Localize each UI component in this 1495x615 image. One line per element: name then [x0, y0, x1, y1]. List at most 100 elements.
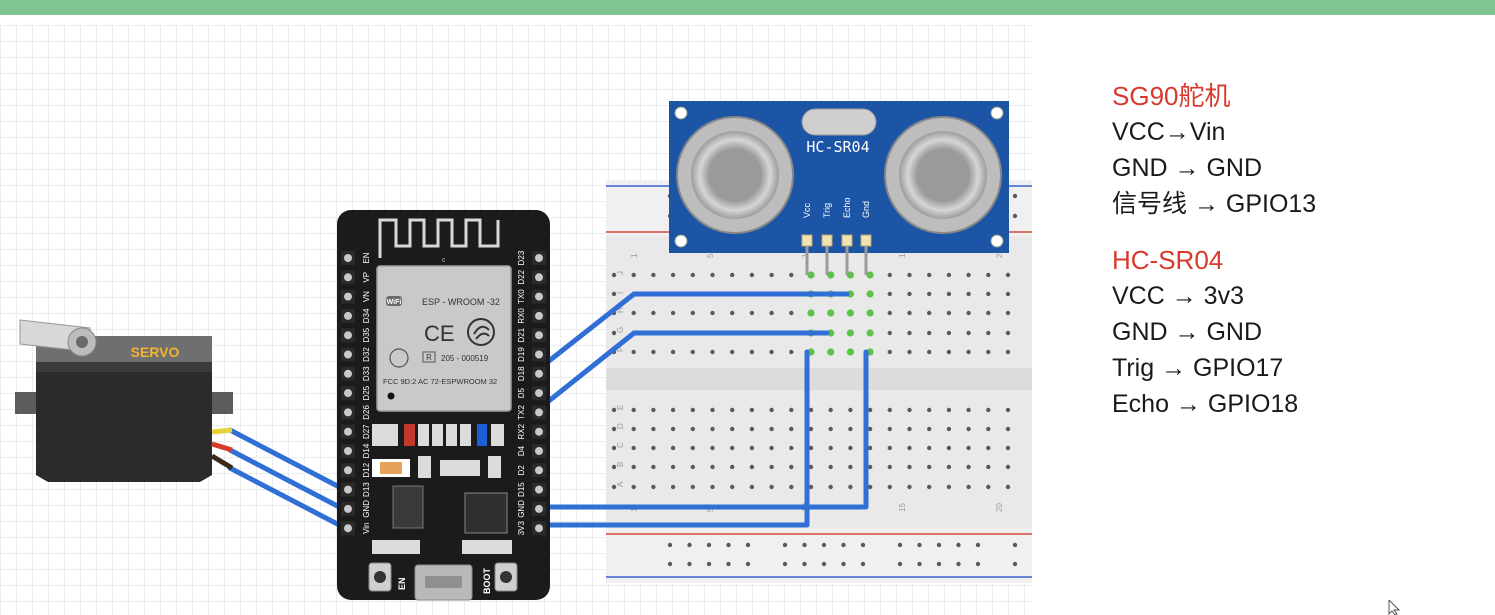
rail-hole — [1012, 213, 1018, 219]
breadboard-hole — [789, 464, 794, 470]
breadboard-hole — [867, 426, 873, 432]
breadboard-hole — [907, 330, 912, 336]
breadboard-hole — [986, 407, 991, 413]
breadboard-hole — [611, 272, 617, 278]
breadboard-hole — [946, 407, 952, 413]
pin-label: D26 — [362, 405, 371, 420]
breadboard-hole — [828, 407, 833, 413]
breadboard-hole — [827, 348, 835, 356]
breadboard-hole — [907, 484, 912, 490]
header-pin-hole — [344, 389, 352, 398]
header-pin-hole — [535, 389, 543, 398]
sensor-pin-pad — [821, 234, 833, 247]
smd-component — [418, 456, 431, 478]
mouse-cursor-icon — [1388, 600, 1401, 615]
rail-hole — [1012, 193, 1018, 199]
pin-label: D33 — [362, 366, 371, 381]
column-number: 20 — [995, 503, 1004, 512]
hcsr04-vcc-line: VCC → 3v3 — [1112, 282, 1244, 310]
breadboard-hole — [670, 272, 676, 278]
breadboard-hole — [1005, 445, 1011, 451]
pin-label: TX0 — [517, 289, 526, 304]
breadboard-hole — [710, 426, 715, 432]
breadboard-hole — [907, 426, 912, 432]
rail-hole — [1012, 542, 1018, 548]
rail-hole — [706, 542, 712, 548]
breadboard-hole — [808, 445, 814, 451]
smd-component — [440, 460, 480, 476]
breadboard-hole — [927, 330, 932, 336]
wire-trig-gpio17 — [537, 330, 830, 411]
breadboard-hole — [887, 426, 892, 432]
breadboard-hole — [1005, 349, 1011, 355]
row-label: E — [616, 405, 625, 410]
pin-label: EN — [362, 252, 371, 263]
sensor-pin-label: Gnd — [861, 201, 871, 218]
breadboard-hole — [789, 445, 794, 451]
breadboard-hole — [769, 407, 774, 413]
servo-title: SG90舵机 — [1112, 81, 1231, 111]
pin-label: RX0 — [517, 308, 526, 324]
breadboard-hole — [690, 426, 695, 432]
breadboard-hole — [730, 484, 735, 490]
servo-vcc-line: VCC→Vin — [1112, 118, 1226, 146]
breadboard-hole — [769, 272, 774, 278]
header-pin-hole — [344, 350, 352, 359]
cert-id: 205 - 000519 — [441, 354, 489, 363]
breadboard-hole — [828, 426, 833, 432]
breadboard-hole — [986, 310, 991, 316]
header-pin-hole — [535, 408, 543, 417]
pin-label: D19 — [517, 347, 526, 362]
breadboard-hole — [946, 426, 952, 432]
hcsr04-gnd-line: GND → GND — [1112, 318, 1262, 346]
breadboard-hole — [966, 407, 971, 413]
breadboard-hole — [907, 272, 912, 278]
breadboard-hole — [808, 407, 814, 413]
breadboard-hole — [907, 407, 912, 413]
smd-component — [372, 424, 398, 446]
ce-mark: CE — [424, 321, 455, 346]
breadboard-hole — [848, 407, 853, 413]
breadboard-hole — [986, 426, 991, 432]
breadboard-hole — [670, 349, 676, 355]
breadboard-hole — [1005, 272, 1011, 278]
column-number: 1 — [630, 253, 639, 258]
breadboard-hole — [730, 445, 735, 451]
breadboard-hole — [749, 426, 755, 432]
breadboard-hole — [966, 272, 971, 278]
column-number: 5 — [706, 253, 715, 258]
usb-opening — [425, 576, 462, 588]
breadboard-hole — [907, 349, 912, 355]
breadboard-hole — [966, 349, 971, 355]
header-pin-hole — [535, 369, 543, 378]
breadboard-hole — [690, 349, 695, 355]
rail-hole — [667, 542, 673, 548]
breadboard-hole — [710, 407, 715, 413]
breadboard-hole — [946, 349, 952, 355]
pin-label: D32 — [362, 347, 371, 362]
breadboard-hole — [927, 484, 932, 490]
rail-hole — [917, 542, 922, 548]
breadboard-hole — [848, 426, 853, 432]
header-pin-hole — [344, 311, 352, 320]
smd-component — [418, 424, 429, 446]
breadboard-hole — [631, 484, 636, 490]
rail-hole — [821, 542, 827, 548]
breadboard-hole — [927, 407, 932, 413]
breadboard-hole — [887, 349, 892, 355]
breadboard-hole — [986, 445, 991, 451]
breadboard-hole — [749, 310, 755, 316]
header-pin-hole — [344, 466, 352, 475]
header-pin-hole — [535, 311, 543, 320]
wroom-shield — [376, 265, 512, 412]
servo-label: SERVO — [131, 344, 180, 360]
breadboard-hole — [769, 310, 774, 316]
row-label: G — [616, 327, 625, 333]
servo-band — [36, 362, 212, 372]
breadboard-hole — [789, 484, 794, 490]
pin-label: D21 — [517, 327, 526, 342]
servo-signal-line: 信号线 → GPIO13 — [1112, 190, 1317, 218]
breadboard-hole — [730, 426, 735, 432]
receiver-center — [917, 149, 969, 201]
header-pin-hole — [344, 524, 352, 533]
